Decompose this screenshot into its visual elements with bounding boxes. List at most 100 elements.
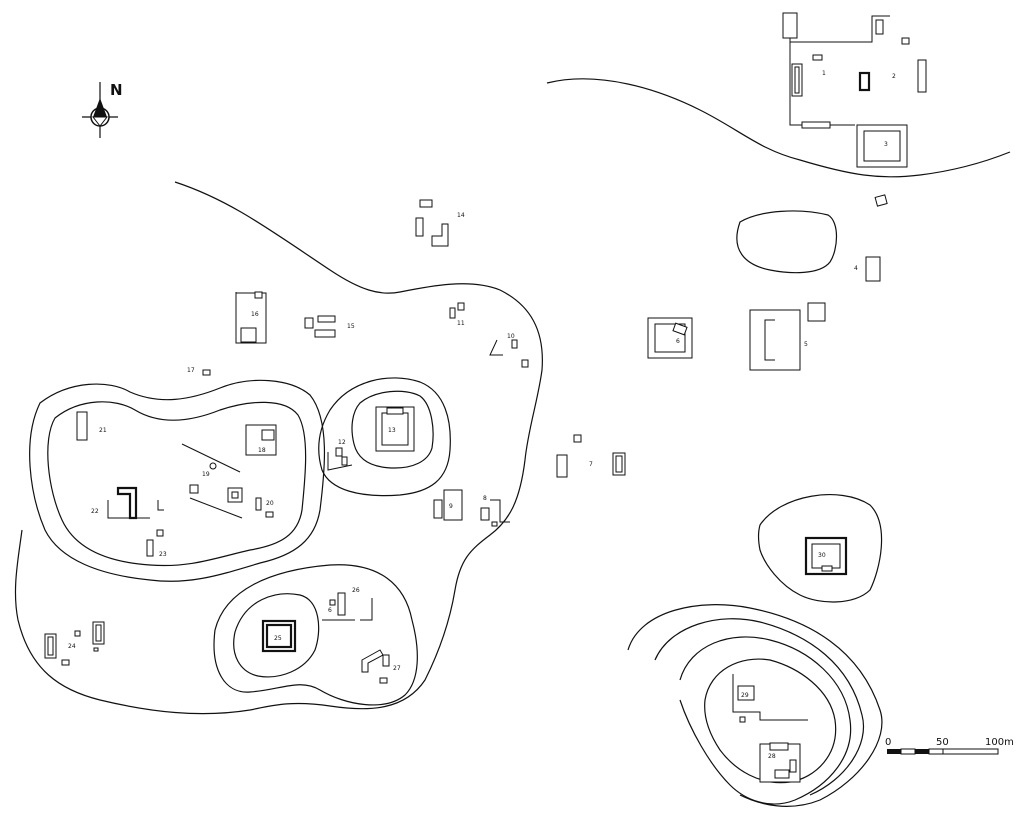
structure-rect xyxy=(47,636,54,656)
structure-rect xyxy=(480,507,490,521)
structure-rect xyxy=(901,37,910,45)
structure-rect xyxy=(189,484,199,494)
structure-rect xyxy=(449,307,456,319)
structure-rect xyxy=(807,302,826,322)
contour-hill-30 xyxy=(757,494,883,603)
structure-rect xyxy=(329,599,336,606)
structure-rect xyxy=(774,769,790,779)
structure-label: 12 xyxy=(338,439,346,446)
structure-label: 30 xyxy=(818,552,826,559)
structure-label: 9 xyxy=(449,503,453,510)
structure-label: 22 xyxy=(91,508,99,515)
structure-rect xyxy=(317,315,336,323)
structure-rect xyxy=(789,759,797,773)
north-arrow-tip xyxy=(91,116,109,127)
structure-label: 4 xyxy=(854,265,858,272)
scale-bar-segment xyxy=(942,748,999,755)
contour-se-4 xyxy=(704,658,837,784)
structure-rect xyxy=(386,407,404,415)
contour-hill-13-inner xyxy=(351,390,434,469)
scale-bar-segment xyxy=(900,748,916,755)
enclosure-wall xyxy=(764,319,775,361)
structure-label: 24 xyxy=(68,643,76,650)
structure-l-shape xyxy=(116,486,138,520)
contour-se-2 xyxy=(654,618,864,796)
pond-outline xyxy=(736,210,838,274)
scale-bar-segment xyxy=(915,749,929,754)
structure-rect xyxy=(95,624,102,642)
scale-bar: 0 50 100m xyxy=(885,737,1014,755)
structure-5-enclosure xyxy=(749,309,801,371)
structure-label: 11 xyxy=(457,320,465,327)
structure-label: 16 xyxy=(251,311,259,318)
structure-label: 23 xyxy=(159,551,167,558)
contour-west-loop-2 xyxy=(47,401,307,567)
contour-lines xyxy=(14,78,1011,807)
structure-rect xyxy=(231,491,239,499)
structure-rect xyxy=(615,455,623,473)
structure-rect xyxy=(821,565,833,572)
contour-hill-25-outer xyxy=(213,564,418,706)
structure-rect xyxy=(240,327,257,343)
structure-rect xyxy=(863,130,901,162)
structure-rect xyxy=(811,543,841,569)
structure-label: 7 xyxy=(589,461,593,468)
scale-bar-tick-100: 100m xyxy=(985,737,1014,748)
structure-label: 10 xyxy=(507,333,515,340)
scale-bar-tick-0: 0 xyxy=(885,737,891,748)
path-line xyxy=(189,497,243,519)
structure-rect xyxy=(433,499,443,519)
structure-rect xyxy=(379,677,388,684)
structure-rect xyxy=(93,647,99,652)
scale-bar-segment xyxy=(928,748,944,755)
structure-l-shape xyxy=(431,223,449,247)
structure-rect xyxy=(255,497,262,511)
structure-rect xyxy=(739,716,746,723)
structure-rect xyxy=(314,329,336,338)
structure-rect xyxy=(202,369,211,376)
structure-rect xyxy=(146,539,154,557)
structure-rect xyxy=(812,54,823,61)
enclosure-wall xyxy=(732,674,808,721)
structure-rect xyxy=(801,121,831,129)
structure-rect xyxy=(261,429,275,441)
scale-bar-tick-50: 50 xyxy=(936,737,949,748)
structure-label: 8 xyxy=(483,495,487,502)
structure-rect xyxy=(61,659,70,666)
structure-rect xyxy=(769,742,789,751)
structure-rect xyxy=(917,59,927,93)
north-arrow-tip xyxy=(93,98,107,117)
structure-rect xyxy=(737,685,755,701)
structure-label: 14 xyxy=(457,212,465,219)
structure-rect xyxy=(511,339,518,349)
structure-rect xyxy=(457,302,465,311)
structure-numbers: 1 2 3 4 5 6 7 8 9 10 11 12 13 14 15 16 1… xyxy=(68,70,896,760)
structure-rect xyxy=(556,454,568,478)
structure-rect xyxy=(74,630,81,637)
structure-label: 26 xyxy=(352,587,360,594)
structure-rect xyxy=(254,291,263,299)
contour-se-1 xyxy=(627,604,883,807)
structures xyxy=(44,12,927,783)
structure-label: 6 xyxy=(676,338,680,345)
north-arrow: N xyxy=(82,81,123,138)
structure-label: 19 xyxy=(202,471,210,478)
structure-rect xyxy=(304,317,314,329)
enclosure-wall xyxy=(360,598,373,621)
structure-label: 5 xyxy=(804,341,808,348)
contour-se-3 xyxy=(679,636,852,805)
structure-rect xyxy=(521,359,529,368)
structure-label: 17 xyxy=(187,367,195,374)
structure-label: 27 xyxy=(393,665,401,672)
structure-rect xyxy=(573,434,582,443)
structure-label: 13 xyxy=(388,427,396,434)
enclosure-wall xyxy=(157,500,164,511)
contour-hill-13-outer xyxy=(318,377,451,497)
structure-label: 28 xyxy=(768,753,776,760)
structure-rect xyxy=(76,411,88,441)
structure-rect xyxy=(419,199,433,208)
contour-west-outer xyxy=(14,181,543,715)
path-line xyxy=(181,443,241,473)
enclosure-wall xyxy=(107,500,150,519)
structure-rect xyxy=(672,322,688,336)
